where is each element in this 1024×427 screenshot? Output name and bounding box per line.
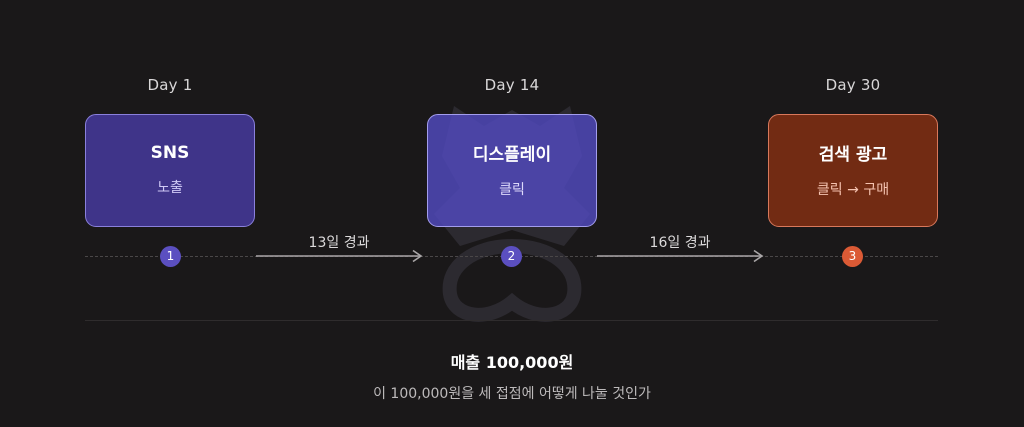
touchpoint-title: 검색 광고	[818, 145, 888, 165]
elapsed-label-2: 16일 경과	[649, 235, 711, 251]
revenue-total: 매출 100,000원	[450, 353, 574, 372]
day-label-30: Day 30	[825, 76, 881, 94]
touchpoint-card-search-ad: 검색 광고 클릭 → 구매	[768, 114, 938, 227]
touchpoint-card-sns: SNS 노출	[85, 114, 255, 227]
day-label-14: Day 14	[484, 76, 540, 94]
touchpoint-action: 클릭 → 구매	[816, 182, 890, 198]
arrow-right-icon	[256, 249, 423, 263]
touchpoint-action: 노출	[157, 179, 183, 196]
attribution-question: 이 100,000원을 세 접점에 어떻게 나눌 것인가	[373, 386, 651, 402]
touchpoint-title: 디스플레이	[472, 145, 552, 165]
step-number-badge-1: 1	[160, 246, 181, 267]
step-number-badge-2: 2	[501, 246, 522, 267]
touchpoint-title: SNS	[150, 142, 190, 163]
section-divider	[85, 320, 938, 321]
day-label-1: Day 1	[147, 76, 193, 94]
touchpoint-card-display: 디스플레이 클릭	[427, 114, 597, 227]
step-number-badge-3: 3	[842, 246, 863, 267]
elapsed-label-1: 13일 경과	[308, 235, 370, 251]
arrow-right-icon	[597, 249, 764, 263]
touchpoint-action: 클릭	[499, 182, 525, 198]
